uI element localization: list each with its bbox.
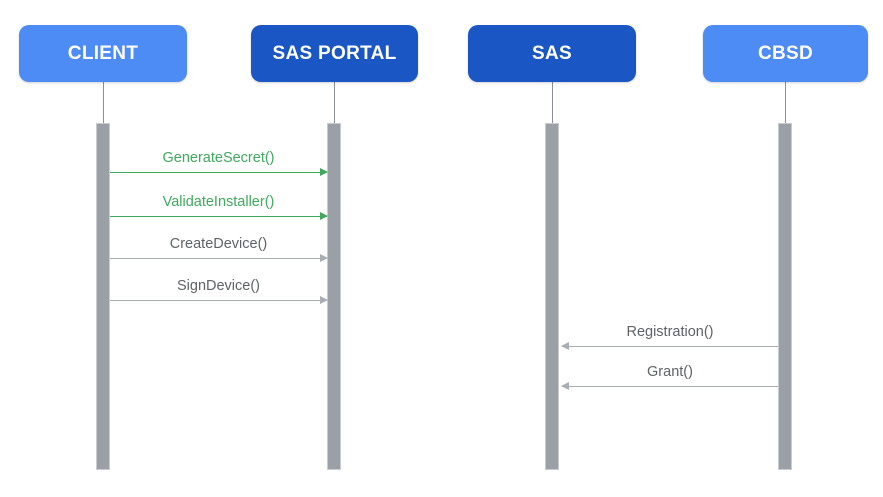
arrowhead-right-icon-generate-secret [320, 167, 328, 176]
message-label-create-device: CreateDevice() [169, 236, 268, 252]
message-label-registration: Registration() [626, 324, 714, 340]
arrowhead-right-icon-sign-device [320, 295, 328, 304]
message-line-registration [562, 346, 778, 347]
message-line-validate-installer [110, 216, 327, 217]
activation-bar-client [96, 123, 110, 470]
message-line-create-device [110, 258, 327, 259]
message-line-sign-device [110, 300, 327, 301]
actor-label-sas: SAS [532, 42, 572, 64]
message-label-sign-device: SignDevice() [177, 278, 260, 294]
actor-label-sas-portal: SAS PORTAL [272, 42, 397, 64]
activation-bar-cbsd [778, 123, 792, 470]
actor-box-sas-portal[interactable]: SAS PORTAL [251, 25, 418, 82]
activation-bar-sas-portal [327, 123, 341, 470]
lifeline-client [103, 82, 104, 123]
message-label-generate-secret: GenerateSecret() [162, 150, 275, 166]
message-line-generate-secret [110, 172, 327, 173]
actor-box-client[interactable]: CLIENT [19, 25, 187, 82]
actor-box-cbsd[interactable]: CBSD [703, 25, 868, 82]
message-line-grant [562, 386, 778, 387]
actor-label-client: CLIENT [67, 42, 139, 64]
arrowhead-left-icon-grant [561, 381, 569, 390]
lifeline-sas-portal [334, 82, 335, 123]
actor-box-sas[interactable]: SAS [468, 25, 636, 82]
message-label-validate-installer: ValidateInstaller() [162, 194, 275, 210]
lifeline-cbsd [785, 82, 786, 123]
actor-label-cbsd: CBSD [757, 42, 814, 64]
lifeline-sas [552, 82, 553, 123]
message-label-grant: Grant() [647, 364, 693, 380]
activation-bar-sas [545, 123, 559, 470]
arrowhead-right-icon-validate-installer [320, 211, 328, 220]
arrowhead-left-icon-registration [561, 341, 569, 350]
arrowhead-right-icon-create-device [320, 253, 328, 262]
